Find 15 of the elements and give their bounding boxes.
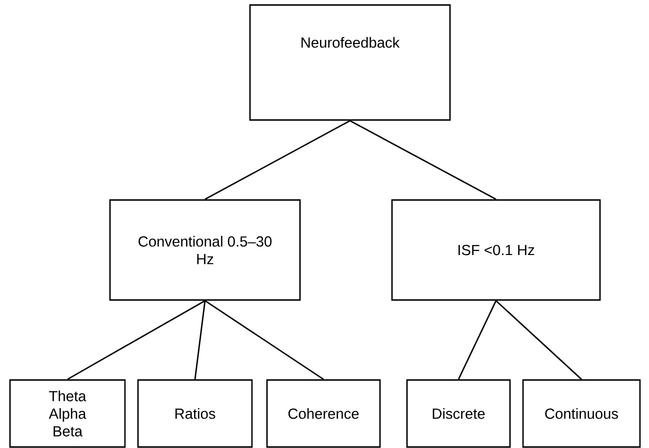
connector-line xyxy=(350,120,496,200)
category-box: ISF <0.1 Hz xyxy=(391,199,601,301)
connector-line xyxy=(458,300,497,380)
category-box: Neurofeedback xyxy=(249,4,451,121)
connector-line xyxy=(67,300,206,380)
category-box: Ratios xyxy=(137,379,253,448)
connector-line xyxy=(204,120,350,200)
category-box: Conventional 0.5–30 Hz xyxy=(109,199,301,301)
connector-line xyxy=(204,300,324,380)
category-box: Coherence xyxy=(266,379,381,448)
category-box: Discrete xyxy=(406,379,511,448)
connector-line xyxy=(194,300,206,380)
category-box: Continuous xyxy=(522,379,641,448)
category-box: Theta Alpha Beta xyxy=(9,379,126,448)
connector-line xyxy=(496,300,582,380)
